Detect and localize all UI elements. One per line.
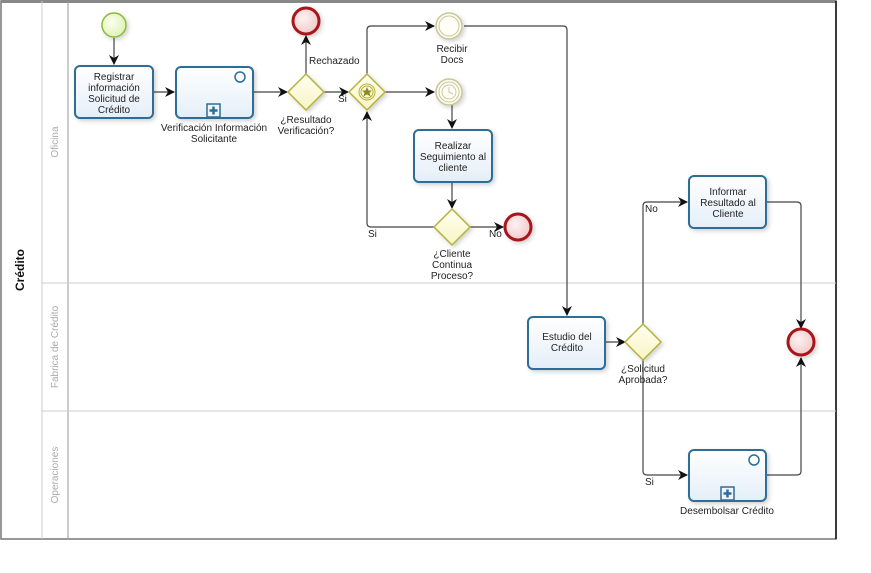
gateway-resultado-caption-2: Verificación? [278,126,335,137]
end-event-final[interactable] [786,327,816,357]
lane-label-operaciones: Operaciones [50,447,61,504]
task-informar-line-1: Informar [709,187,747,198]
flow-evento-to-recibir[interactable] [366,21,435,74]
clock-icon [441,84,457,100]
sequence-flows [109,21,806,480]
subprocess-expand-icon[interactable] [720,486,735,501]
gateway-solicitud-caption-2: Aprobada? [619,375,668,386]
subprocess-verificacion-informacion[interactable]: Verificación Información Solicitante [161,66,267,145]
flow-informar-to-end[interactable] [766,201,806,329]
flow-desembolsar-to-end[interactable] [766,357,806,476]
task-registrar-line-3: Solicitud de [88,94,140,105]
task-registrar-informacion[interactable]: Registrar información Solicitud de Crédi… [74,65,154,119]
flow-label-si-3: Si [645,477,654,488]
gateway-solicitud-aprobada[interactable]: ¿Solicitud Aprobada? [619,322,668,386]
gateway-event-based[interactable] [347,72,387,112]
task-informar-resultado[interactable]: Informar Resultado al Cliente [688,175,767,229]
task-seguimiento-line-2: Seguimiento al [420,152,486,163]
flow-label-no-2: No [645,204,658,215]
gateway-solicitud-caption-1: ¿Solicitud [621,364,665,375]
flow-recibir-to-estudio[interactable] [464,25,572,316]
flow-solicitud-si-to-desembolsar[interactable] [642,360,688,480]
intermediate-event-recibir-docs[interactable]: Recibir Docs [435,12,468,66]
subprocess-desembolsar-caption: Desembolsar Crédito [680,506,774,517]
task-registrar-line-4: Crédito [98,105,131,116]
gateway-cliente-caption-2: Continua [432,260,472,271]
task-seguimiento-line-1: Realizar [435,141,472,152]
recibir-docs-caption-1: Recibir [436,44,468,55]
task-estudio-line-1: Estudio del [542,332,591,343]
subprocess-expand-icon[interactable] [206,103,221,118]
boundary-event-icon [748,454,760,466]
start-event[interactable] [101,12,127,38]
lane-label-fabrica: Fabrica de Crédito [50,305,61,388]
subprocess-verificacion-caption-1: Verificación Información [161,123,267,134]
gateway-cliente-caption-3: Proceso? [431,271,474,282]
end-event-rechazado[interactable] [291,6,321,36]
task-informar-line-3: Cliente [712,209,744,220]
event-based-gateway-icon [358,83,376,101]
task-registrar-line-1: Registrar [94,72,135,83]
flow-cliente-si-to-evento[interactable] [362,111,434,228]
subprocess-desembolsar-credito[interactable]: Desembolsar Crédito [680,449,774,517]
task-estudio-line-2: Crédito [551,343,584,354]
task-seguimiento-line-3: cliente [439,163,468,174]
gateway-cliente-caption-1: ¿Cliente [433,249,471,260]
flow-label-rechazado: Rechazado [309,56,360,67]
gateway-resultado-verificacion[interactable]: ¿Resultado Verificación? [278,72,335,137]
boundary-event-icon [234,71,246,83]
end-event-no-continua[interactable] [503,212,533,242]
flow-label-si-2: Si [368,229,377,240]
intermediate-timer-event[interactable] [435,78,463,106]
task-informar-line-2: Resultado al [700,198,756,209]
recibir-docs-caption-2: Docs [441,55,464,66]
flow-labels: Rechazado Si Si No No Si [309,56,658,488]
flow-solicitud-no-to-informar[interactable] [642,197,688,324]
task-realizar-seguimiento[interactable]: Realizar Seguimiento al cliente [413,129,493,183]
task-estudio-del-credito[interactable]: Estudio del Crédito [527,316,606,370]
flow-label-no-1: No [489,229,502,240]
gateway-cliente-continua[interactable]: ¿Cliente Continua Proceso? [431,207,474,282]
task-registrar-line-2: información [88,83,140,94]
pool-label: Crédito [13,249,27,291]
flow-label-si-1: Si [338,94,347,105]
gateway-resultado-caption-1: ¿Resultado [280,115,332,126]
lane-label-oficina: Oficina [50,126,61,158]
subprocess-verificacion-caption-2: Solicitante [191,134,238,145]
